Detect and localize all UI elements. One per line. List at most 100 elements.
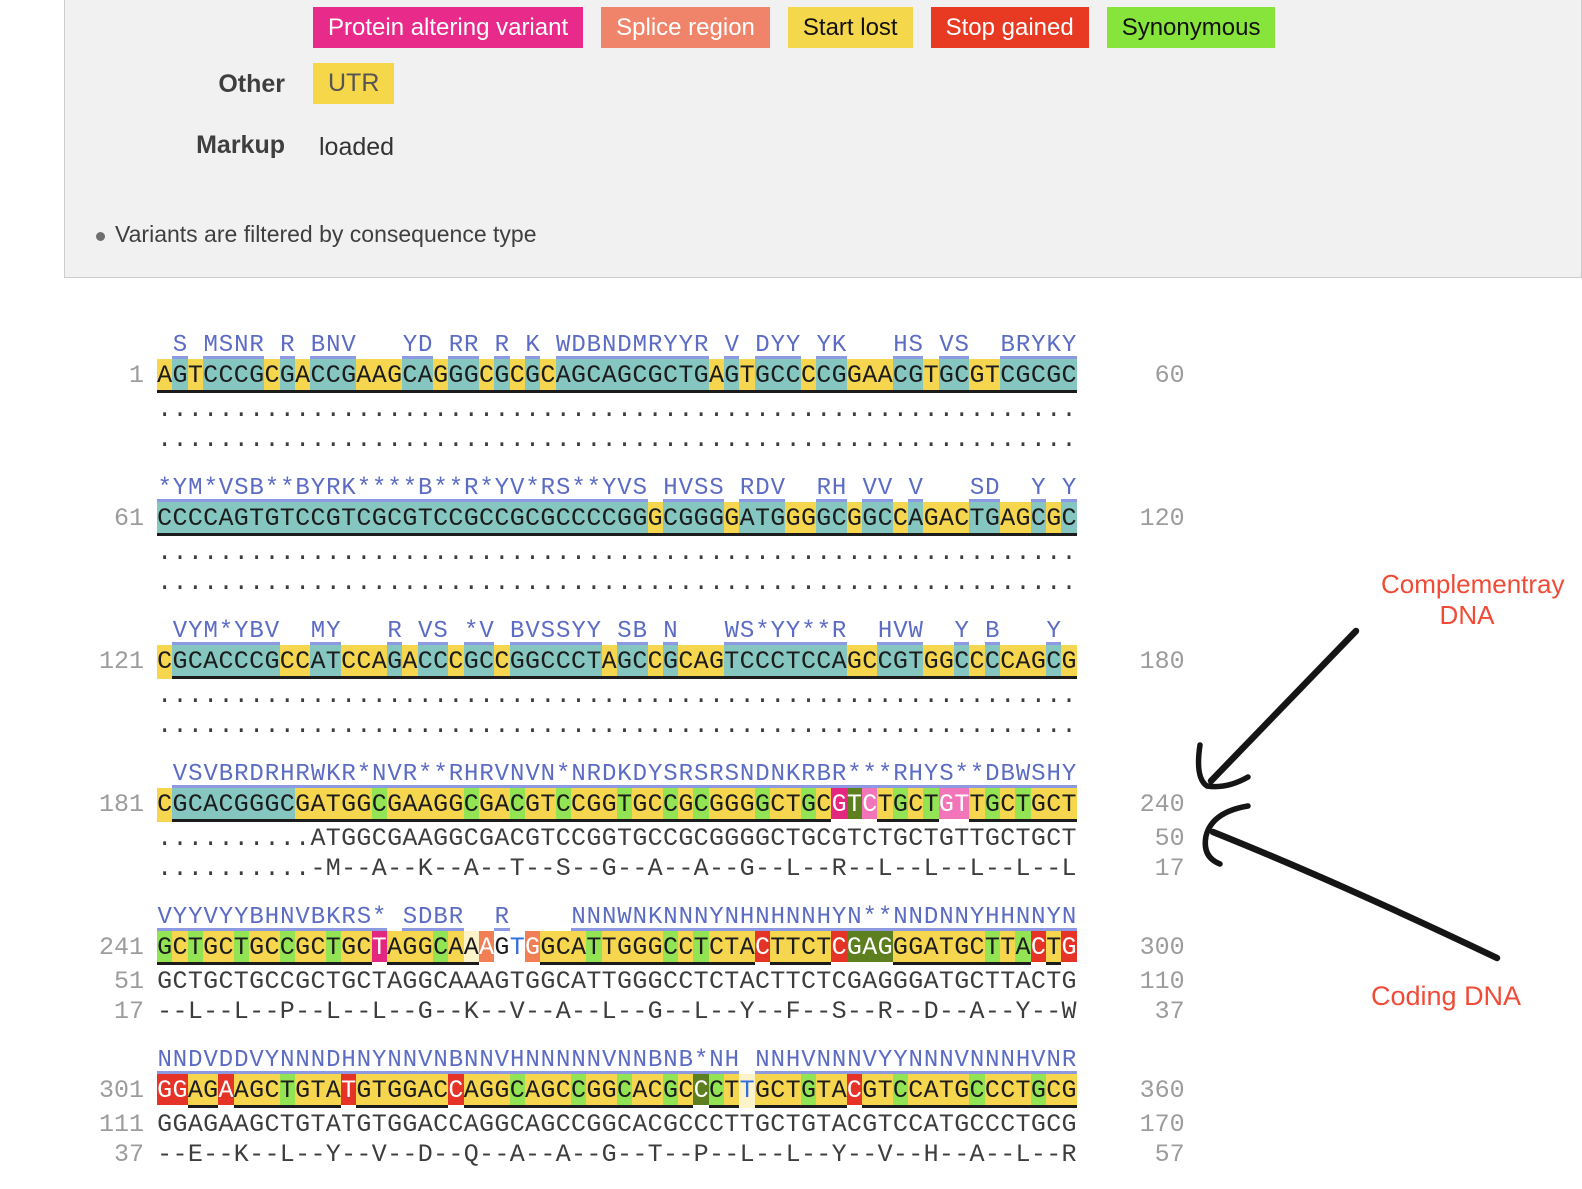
seq-base[interactable]: C bbox=[770, 1074, 786, 1108]
variant-allele[interactable]: N bbox=[1015, 904, 1031, 931]
variant-allele[interactable]: K bbox=[341, 475, 356, 502]
seq-base[interactable]: A bbox=[310, 645, 326, 679]
seq-base[interactable]: G bbox=[800, 788, 817, 822]
variant-allele[interactable]: R bbox=[479, 761, 494, 788]
seq-base[interactable]: C bbox=[586, 359, 602, 393]
seq-base[interactable]: G bbox=[294, 1074, 311, 1108]
seq-base[interactable]: C bbox=[800, 645, 817, 679]
seq-base[interactable]: T bbox=[754, 502, 771, 536]
variant-allele[interactable]: H bbox=[724, 1047, 739, 1074]
seq-base[interactable]: A bbox=[862, 359, 878, 393]
seq-base[interactable]: C bbox=[310, 502, 326, 536]
variant-allele[interactable]: N bbox=[632, 904, 648, 931]
seq-base[interactable]: G bbox=[647, 502, 663, 536]
variant-allele[interactable]: Y bbox=[816, 332, 831, 359]
seq-base[interactable]: A bbox=[1015, 645, 1031, 679]
variant-allele[interactable]: * bbox=[464, 618, 479, 645]
seq-base[interactable]: G bbox=[248, 1074, 265, 1108]
seq-base[interactable]: G bbox=[202, 1074, 219, 1108]
variant-allele[interactable]: N bbox=[755, 904, 770, 931]
seq-base[interactable]: A bbox=[371, 645, 387, 679]
seq-base[interactable]: T bbox=[693, 931, 709, 965]
variant-allele[interactable]: Y bbox=[1031, 475, 1046, 502]
variant-allele[interactable]: V bbox=[862, 1047, 877, 1074]
variant-allele[interactable]: N bbox=[326, 332, 341, 359]
seq-base[interactable]: G bbox=[678, 788, 694, 822]
variant-allele[interactable]: N bbox=[663, 618, 678, 645]
seq-base[interactable]: C bbox=[1061, 502, 1077, 536]
variant-allele[interactable]: R bbox=[801, 761, 816, 788]
seq-base[interactable]: G bbox=[494, 933, 510, 962]
seq-base[interactable]: C bbox=[279, 788, 295, 822]
variant-allele[interactable]: * bbox=[479, 475, 494, 502]
variant-allele[interactable]: V bbox=[387, 761, 402, 788]
seq-base[interactable]: C bbox=[233, 359, 249, 393]
seq-base[interactable]: T bbox=[908, 645, 924, 679]
seq-base[interactable]: G bbox=[954, 1074, 970, 1108]
variant-allele[interactable]: * bbox=[264, 475, 280, 502]
seq-base[interactable]: A bbox=[555, 359, 571, 393]
variant-allele[interactable]: V bbox=[418, 1047, 433, 1074]
variant-allele[interactable]: * bbox=[801, 618, 816, 645]
variant-allele[interactable]: H bbox=[739, 904, 755, 931]
variant-allele[interactable]: R bbox=[1061, 1047, 1077, 1074]
seq-base[interactable]: G bbox=[1061, 1074, 1077, 1108]
seq-base[interactable]: G bbox=[770, 502, 786, 536]
variant-allele[interactable]: B bbox=[433, 904, 448, 931]
variant-allele[interactable]: K bbox=[1046, 332, 1061, 359]
variant-allele[interactable]: W bbox=[310, 761, 326, 788]
variant-allele[interactable]: M bbox=[203, 332, 218, 359]
seq-base[interactable]: C bbox=[800, 931, 817, 965]
seq-base[interactable]: C bbox=[770, 645, 786, 679]
seq-base[interactable]: C bbox=[785, 359, 801, 393]
variant-allele[interactable]: Y bbox=[877, 1047, 893, 1074]
seq-base[interactable]: C bbox=[509, 359, 525, 393]
variant-allele[interactable]: R bbox=[494, 332, 510, 359]
variant-allele[interactable]: D bbox=[249, 761, 264, 788]
variant-allele[interactable]: K bbox=[525, 332, 540, 359]
variant-allele[interactable]: D bbox=[632, 761, 648, 788]
seq-base[interactable]: G bbox=[157, 931, 173, 965]
seq-base[interactable]: G bbox=[340, 359, 357, 393]
variant-allele[interactable]: N bbox=[1031, 904, 1046, 931]
variant-allele[interactable]: S bbox=[555, 475, 571, 502]
seq-base[interactable]: G bbox=[172, 1074, 188, 1108]
variant-allele[interactable]: N bbox=[693, 904, 709, 931]
variant-allele[interactable]: N bbox=[847, 1047, 862, 1074]
seq-base[interactable]: C bbox=[570, 645, 587, 679]
seq-base[interactable]: C bbox=[294, 502, 311, 536]
seq-base[interactable]: T bbox=[923, 788, 939, 822]
variant-allele[interactable]: Y bbox=[893, 1047, 908, 1074]
seq-base[interactable]: C bbox=[218, 788, 234, 822]
seq-base[interactable]: C bbox=[708, 1074, 725, 1108]
seq-base[interactable]: C bbox=[892, 359, 909, 393]
seq-base[interactable]: G bbox=[509, 645, 525, 679]
variant-allele[interactable]: S bbox=[234, 475, 249, 502]
variant-allele[interactable]: N bbox=[586, 1047, 602, 1074]
seq-base[interactable]: T bbox=[785, 1074, 801, 1108]
variant-allele[interactable]: V bbox=[295, 904, 310, 931]
seq-base[interactable]: C bbox=[969, 645, 985, 679]
variant-allele[interactable]: N bbox=[739, 761, 755, 788]
variant-allele[interactable]: N bbox=[540, 761, 556, 788]
variant-allele[interactable]: M bbox=[310, 618, 326, 645]
seq-base[interactable]: T bbox=[1015, 788, 1031, 822]
variant-allele[interactable]: R bbox=[464, 475, 479, 502]
seq-base[interactable]: T bbox=[325, 931, 341, 965]
seq-base[interactable]: G bbox=[724, 788, 740, 822]
seq-base[interactable]: C bbox=[187, 788, 203, 822]
seq-base[interactable]: C bbox=[524, 502, 541, 536]
seq-base[interactable]: G bbox=[831, 359, 847, 393]
variant-allele[interactable]: R bbox=[709, 761, 724, 788]
seq-base[interactable]: G bbox=[294, 788, 311, 822]
variant-allele[interactable]: H bbox=[264, 904, 280, 931]
seq-base[interactable]: G bbox=[264, 502, 280, 536]
variant-allele[interactable]: N bbox=[510, 761, 525, 788]
variant-allele[interactable]: N bbox=[571, 904, 586, 931]
seq-base[interactable]: C bbox=[984, 645, 1001, 679]
variant-allele[interactable]: Y bbox=[310, 475, 326, 502]
variant-allele[interactable]: S bbox=[739, 618, 755, 645]
seq-base[interactable]: C bbox=[555, 645, 571, 679]
seq-base[interactable]: C bbox=[555, 502, 571, 536]
seq-base[interactable]: T bbox=[938, 1074, 955, 1108]
